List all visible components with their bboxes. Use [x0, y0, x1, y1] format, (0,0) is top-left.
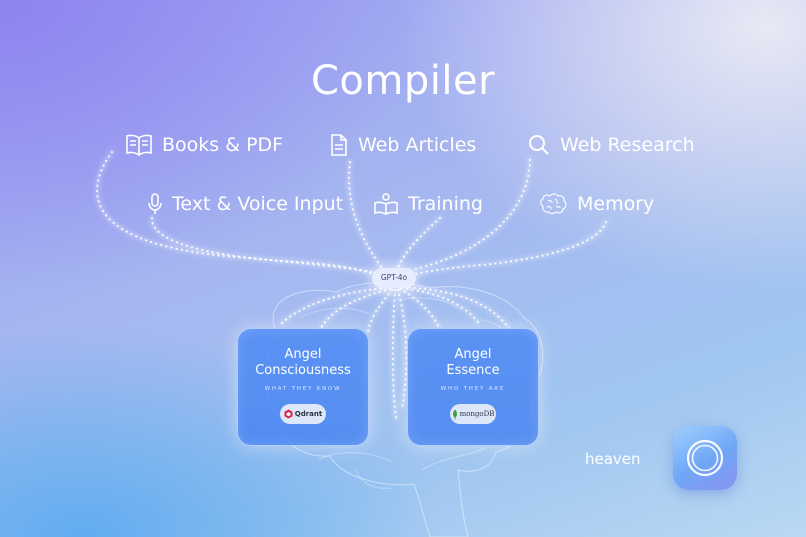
source-web-articles: Web Articles: [330, 134, 476, 156]
source-label: Memory: [577, 193, 655, 215]
document-icon: [331, 134, 347, 156]
source-training: Training: [374, 193, 483, 215]
card-title-line2: Consciousness: [255, 363, 351, 378]
source-books-pdf: Books & PDF: [126, 134, 283, 156]
brain-icon: [540, 193, 567, 215]
source-memory: Memory: [539, 193, 654, 215]
connector-wire: [365, 287, 395, 335]
reading-icon: [374, 193, 398, 215]
source-text-voice-input: Text & Voice Input: [148, 193, 343, 215]
connector-wire: [346, 159, 385, 271]
microphone-icon: [148, 193, 162, 214]
connector-wire: [395, 287, 409, 413]
search-icon: [529, 135, 549, 155]
gpt-hub-node: GPT-4o: [372, 268, 416, 288]
source-label: Books & PDF: [162, 134, 284, 156]
card-angel-essence: Angel Essence WHO THEY ARE mongoDB: [407, 328, 539, 446]
brand-name: heaven: [585, 450, 641, 468]
card-subtitle: WHO THEY ARE: [440, 386, 506, 392]
connector-wire: [390, 287, 399, 421]
page-title: Compiler: [310, 58, 496, 104]
db-label: mongoDB: [459, 410, 495, 418]
connector-wire: [409, 157, 533, 273]
connector-wire: [317, 286, 393, 333]
source-label: Web Articles: [358, 134, 477, 156]
connector-wire: [395, 215, 443, 271]
db-label: Qdrant: [294, 410, 323, 418]
heaven-app-icon[interactable]: [673, 426, 737, 490]
connector-wire: [401, 284, 513, 333]
connector-wire: [397, 286, 443, 333]
card-title: Angel Consciousness: [238, 347, 368, 379]
card-title-line1: Angel: [284, 347, 322, 362]
source-web-research: Web Research: [528, 134, 695, 156]
qdrant-logo-icon: [284, 409, 293, 419]
card-title: Angel Essence: [408, 347, 538, 379]
card-subtitle: WHAT THEY KNOW: [264, 386, 342, 392]
connector-wire: [149, 215, 375, 277]
connector-wire: [413, 219, 609, 277]
card-title-line1: Angel: [454, 347, 492, 362]
source-label: Text & Voice Input: [172, 193, 344, 215]
mongodb-leaf-icon: [452, 409, 457, 420]
connector-wire: [277, 285, 389, 328]
card-title-line2: Essence: [446, 363, 500, 378]
connector-wire: [399, 285, 483, 328]
connector-wire: [415, 221, 607, 275]
source-label: Training: [408, 193, 483, 215]
ring-icon: [686, 439, 724, 477]
card-angel-consciousness: Angel Consciousness WHAT THEY KNOW Qdran…: [237, 328, 369, 446]
db-badge-mongodb: mongoDB: [450, 404, 496, 424]
book-icon: [126, 134, 152, 156]
db-badge-qdrant: Qdrant: [280, 404, 326, 424]
source-label: Web Research: [560, 134, 695, 156]
